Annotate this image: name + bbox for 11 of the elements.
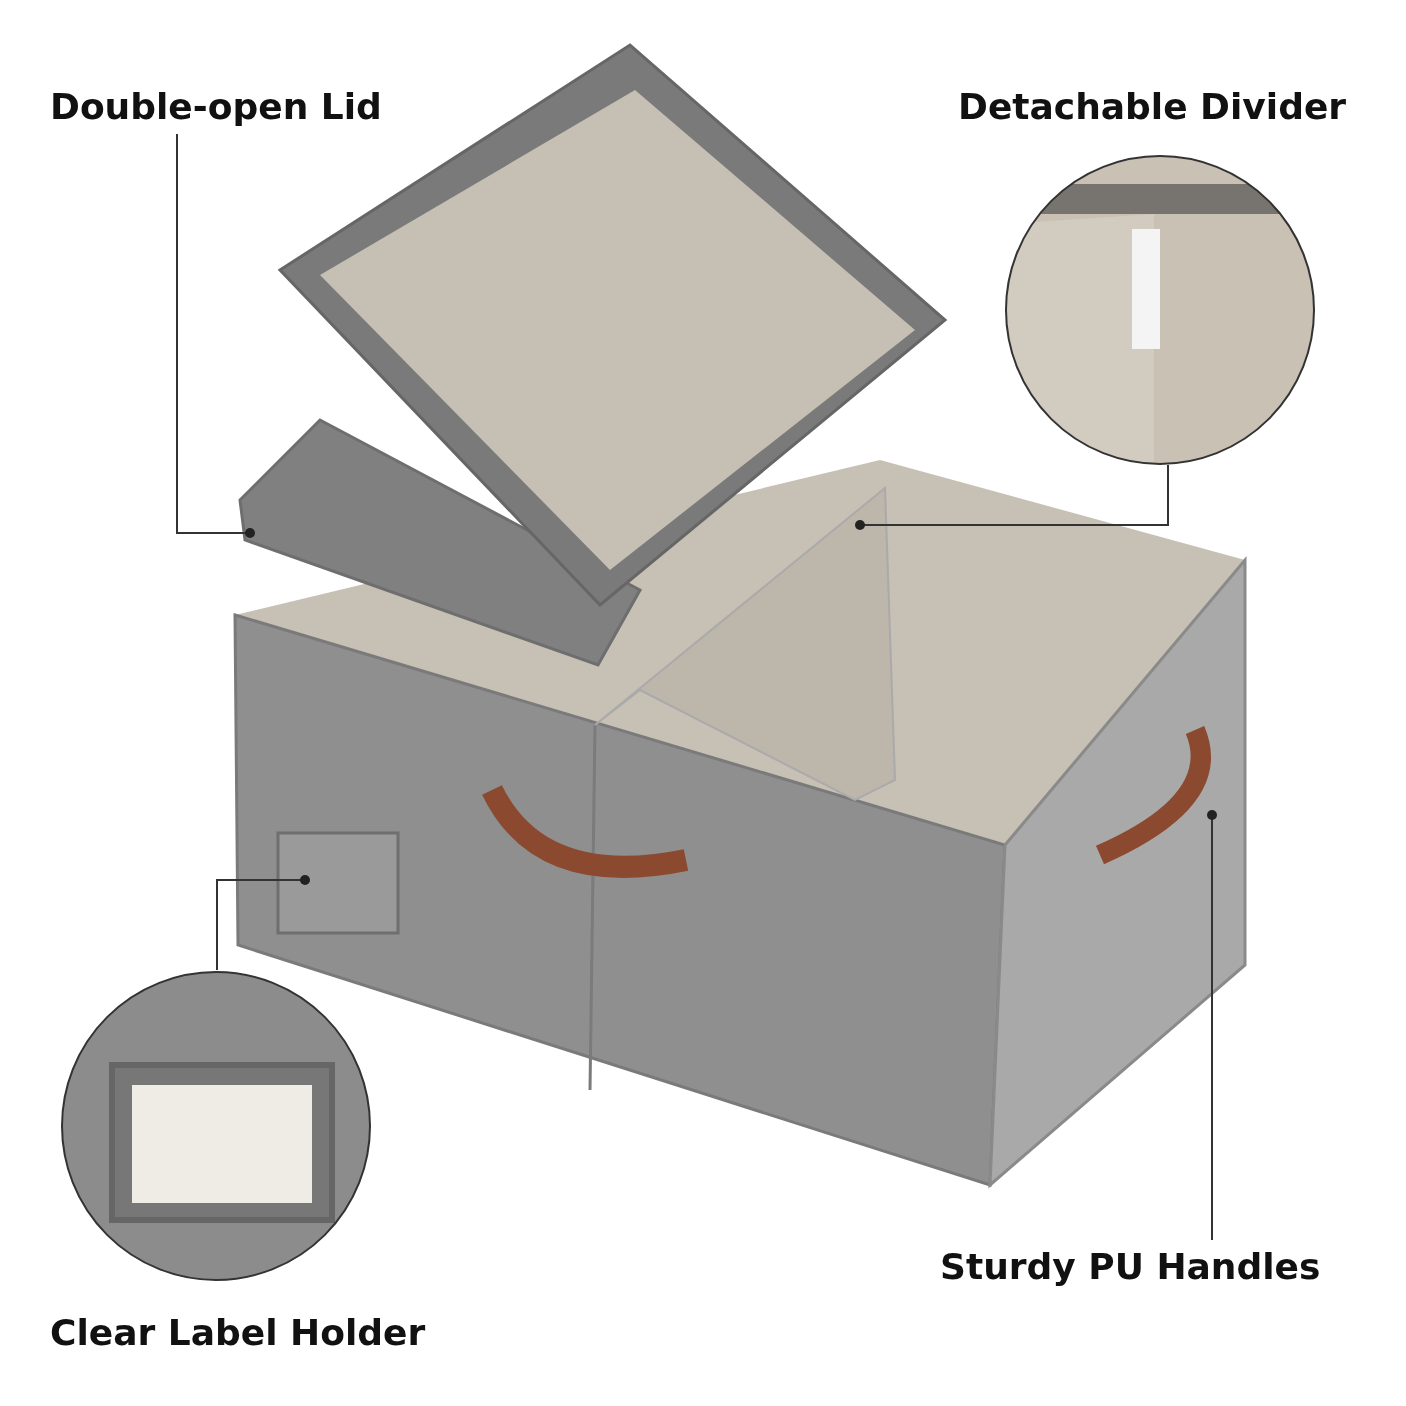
leader-line (216, 875, 310, 971)
leader-line (1207, 810, 1217, 1241)
divider-panel (594, 485, 897, 802)
callout-title: Double-open Lid (50, 85, 383, 129)
callout-title: Sturdy PU Handles (940, 1245, 1322, 1289)
callout-title: Detachable Divider (958, 85, 1348, 129)
leader-line (176, 133, 255, 538)
leather-handle (1095, 726, 1211, 865)
label-pocket (276, 831, 400, 935)
leader-line (855, 464, 1169, 530)
callout-title: Clear Label Holder (50, 1311, 427, 1355)
